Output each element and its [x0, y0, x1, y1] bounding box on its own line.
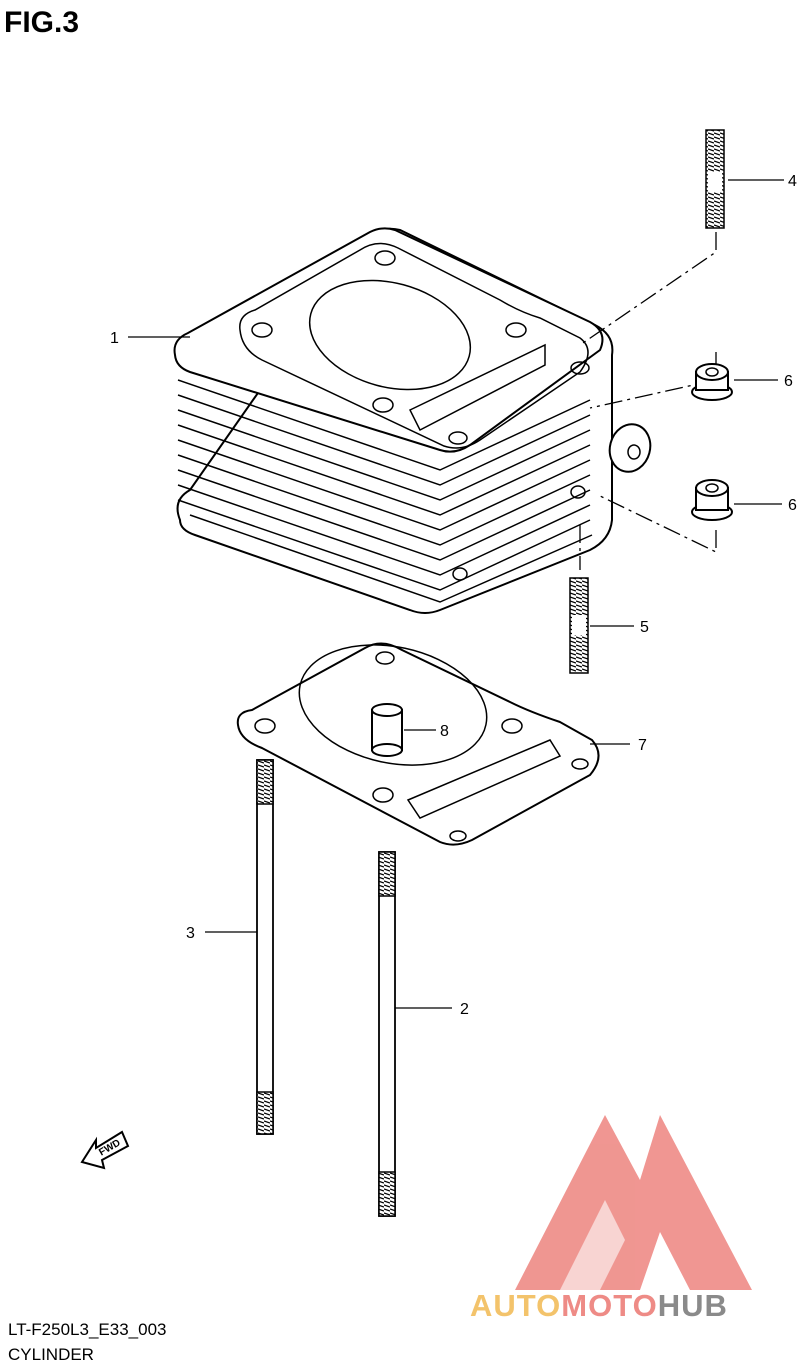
- figure-title: FIG.3: [4, 6, 80, 39]
- callout-1: 1: [110, 330, 119, 347]
- flange-nut-6-lower: [691, 479, 733, 521]
- callout-7: 7: [638, 737, 647, 754]
- cylinder-base-gasket-7: [236, 642, 600, 846]
- callout-4: 4: [788, 173, 797, 190]
- callout-5: 5: [640, 619, 649, 636]
- dowel-pin-8: [371, 703, 403, 757]
- part-group-name: CYLINDER: [8, 1345, 94, 1364]
- stud-bolt-2: [378, 851, 396, 1217]
- flange-nut-6-upper: [691, 363, 733, 401]
- stud-bolt-3: [256, 759, 274, 1135]
- cylinder-body: [173, 227, 652, 614]
- model-code: LT-F250L3_E33_003: [8, 1320, 167, 1339]
- callout-6-upper: 6: [784, 373, 793, 390]
- callout-6-lower: 6: [788, 497, 797, 514]
- watermark-brand: AUTOMOTOHUB: [470, 1288, 728, 1323]
- callout-2: 2: [460, 1001, 469, 1018]
- stud-bolt-5: [569, 577, 589, 674]
- automotohub-logo: [515, 1115, 752, 1290]
- callout-8: 8: [440, 723, 449, 740]
- fwd-arrow-icon: FWD: [80, 1130, 130, 1170]
- stud-bolt-4: [705, 129, 725, 229]
- callout-3: 3: [186, 925, 195, 942]
